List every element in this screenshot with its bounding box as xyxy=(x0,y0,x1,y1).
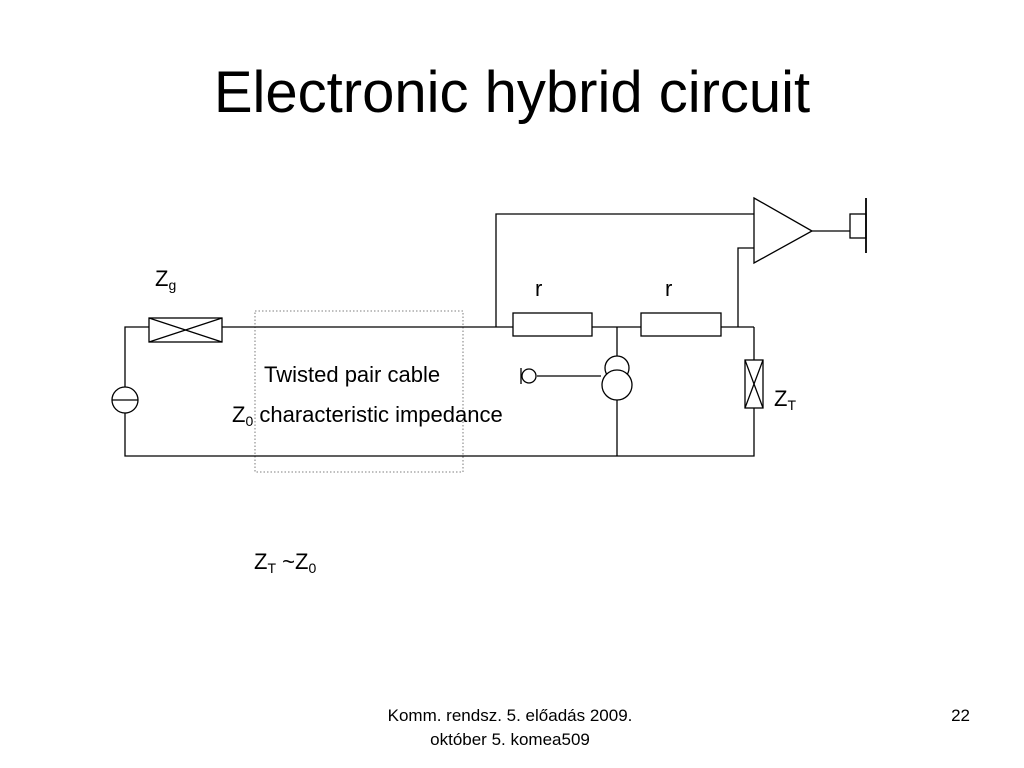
twisted-pair-cable-box xyxy=(254,310,464,473)
circuit-wires xyxy=(124,213,850,457)
current-source-symbol xyxy=(601,355,633,401)
impedance-label: Z0 characteristic impedance xyxy=(232,402,503,429)
speaker-icon xyxy=(849,198,867,253)
footer-line-2: október 5. komea509 xyxy=(430,730,590,749)
amplifier-symbol xyxy=(753,196,814,265)
signal-source-symbol xyxy=(111,386,139,414)
zt-label: ZT xyxy=(774,386,797,413)
cable-label: Twisted pair cable xyxy=(264,362,441,387)
r-right-label: r xyxy=(665,276,673,301)
r-left-label: r xyxy=(535,276,543,301)
resistor-r-right xyxy=(640,312,722,337)
impedance-relation: ZT ~Z0 xyxy=(254,549,317,576)
slide-title: Electronic hybrid circuit xyxy=(213,60,811,125)
zt-impedance-symbol xyxy=(744,359,764,409)
zg-label: Zg xyxy=(155,266,177,293)
resistor-r-left xyxy=(512,312,593,337)
zg-impedance-symbol xyxy=(148,317,223,343)
page-number: 22 xyxy=(951,706,970,725)
control-input-terminal xyxy=(520,368,537,384)
footer-line-1: Komm. rendsz. 5. előadás 2009. xyxy=(387,706,633,725)
slide-footer: Komm. rendsz. 5. előadás 2009. október 5… xyxy=(355,704,665,752)
